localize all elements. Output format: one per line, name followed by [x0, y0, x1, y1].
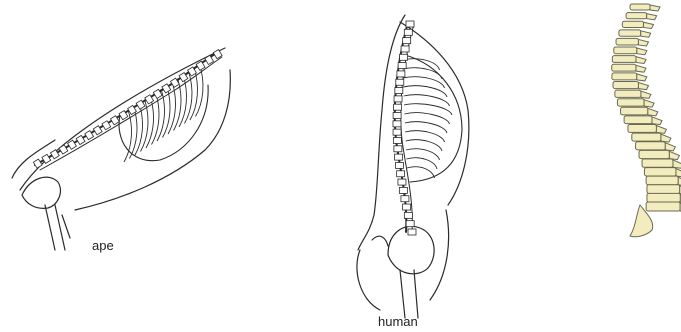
spine-process [641, 91, 651, 98]
spine-vertebra [612, 73, 637, 80]
spine-vertebra [636, 142, 666, 150]
spine-vertebra [622, 21, 643, 27]
spine-process [650, 5, 660, 11]
spine-process [652, 117, 662, 125]
spine-process [656, 126, 666, 134]
spine-process [648, 108, 658, 116]
ape-label: ape [92, 238, 114, 253]
spine-process [637, 48, 647, 55]
spine-vertebra [624, 116, 652, 124]
spine-vertebrae [612, 4, 681, 212]
spine-vertebra [632, 133, 661, 141]
spine-vertebra [615, 90, 641, 97]
spine-vertebra [642, 159, 673, 167]
spine-vertebra [616, 38, 638, 45]
spine-vertebra [647, 193, 680, 202]
spine-process [669, 151, 679, 159]
spine-process [661, 134, 671, 142]
spine-vertebra [646, 202, 680, 211]
spine-vertebra [621, 107, 648, 115]
spine-vertebra [614, 47, 637, 54]
spine-vertebra [612, 64, 636, 71]
spine-process [636, 57, 646, 64]
spine-process [673, 160, 681, 168]
human-label: human [378, 314, 418, 329]
spine-process [665, 143, 675, 151]
spine-vertebra [630, 4, 650, 10]
spine-process [636, 65, 646, 72]
spine-process [644, 22, 654, 28]
spine-vertebra [647, 185, 680, 194]
spine-vertebra [644, 168, 676, 176]
spine-vertebra [646, 176, 678, 185]
spine-vertebra [612, 56, 636, 63]
spine-vertebra [619, 30, 641, 36]
spine-vertebra [628, 125, 657, 133]
spine-process [637, 74, 647, 81]
spine-process [644, 100, 654, 107]
spine-vertebra [639, 150, 669, 158]
spine-vertebra [617, 99, 644, 106]
spine-process [647, 14, 657, 20]
spine-process [638, 39, 648, 46]
spine-process [638, 82, 648, 89]
spine-process [641, 31, 651, 37]
spine-vertebra [626, 13, 647, 19]
spine-vertebra [613, 81, 638, 88]
